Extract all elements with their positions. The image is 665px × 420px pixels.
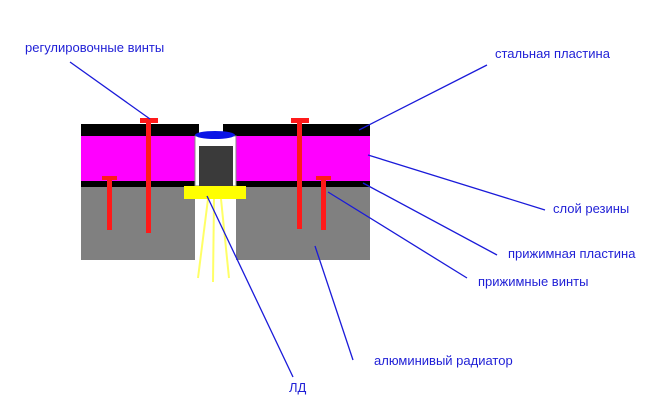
ld-lead-3 [220, 198, 230, 279]
leader-clamp-screws [327, 191, 468, 279]
rubber-layer-right [236, 135, 370, 181]
clamp-screw-left [102, 176, 117, 230]
label-clamp-plate: прижимная пластина [508, 246, 636, 261]
label-ld: ЛД [289, 380, 307, 395]
ld-window [195, 131, 235, 139]
steel-plate-left [81, 124, 199, 136]
leader-aluminum-radiator [314, 245, 354, 361]
clamp-plate-right [236, 180, 370, 187]
ld-body [199, 146, 233, 186]
label-steel-plate: стальная пластина [495, 46, 611, 61]
leader-clamp-plate [362, 182, 498, 256]
adjusting-screw-left [140, 118, 158, 233]
label-adjusting-screws: регулировочные винты [25, 40, 164, 55]
radiator-right [236, 186, 370, 260]
ld-lead-1 [197, 198, 209, 279]
steel-plate-right [223, 124, 370, 136]
radiator-left [81, 186, 195, 260]
label-aluminum-radiator: алюминивый радиатор [374, 353, 513, 368]
leader-steel-plate [358, 64, 488, 131]
clamp-plate-left [81, 180, 195, 187]
leader-adjusting-screws [69, 61, 151, 120]
label-clamp-screws: прижимные винты [478, 274, 588, 289]
leader-ld [206, 195, 294, 378]
adjusting-screw-right [291, 118, 309, 229]
ld-lead-2 [212, 198, 215, 283]
clamp-screw-right [316, 176, 331, 230]
ld-flange [184, 186, 246, 199]
leader-rubber-layer [367, 154, 546, 211]
label-rubber-layer: слой резины [553, 201, 629, 216]
rubber-layer-left [81, 135, 195, 181]
